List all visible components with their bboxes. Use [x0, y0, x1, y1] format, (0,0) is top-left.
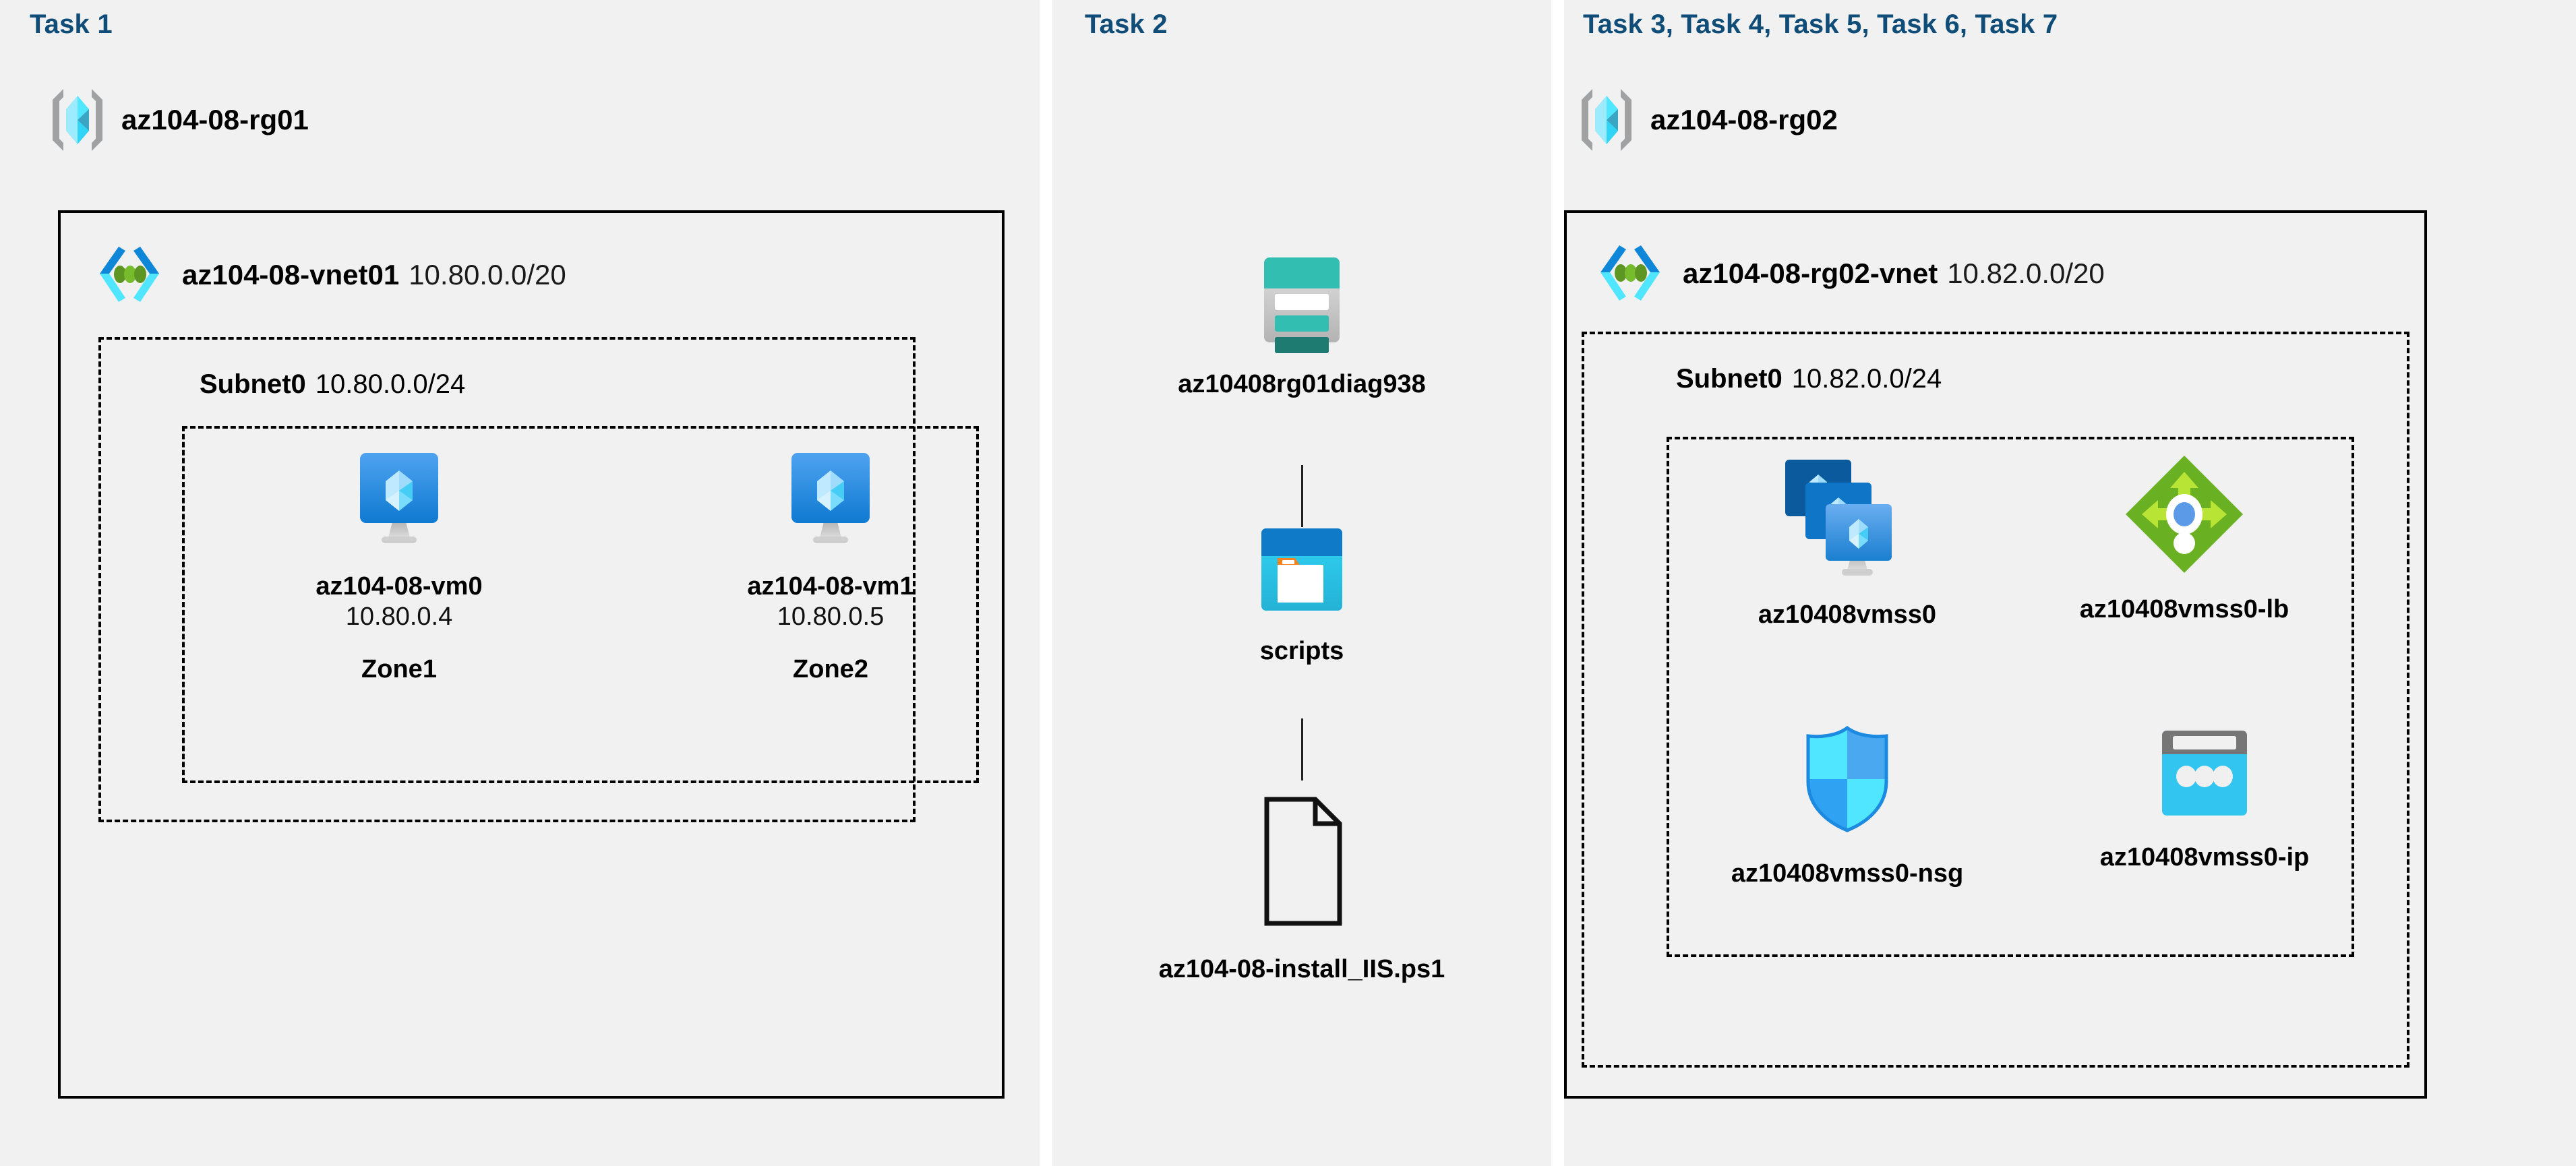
vnet-cidr-task1: 10.80.0.0/20 [409, 259, 566, 290]
virtual-machine-icon [782, 450, 879, 551]
node-label-ps1-file: az104-08-install_IIS.ps1 [1158, 955, 1445, 983]
virtual-machine-icon [351, 450, 448, 551]
vnet-box-task3 [1564, 210, 2427, 1099]
node-public-ip[interactable]: az10408vmss0-ip [2063, 728, 2346, 873]
blob-container-icon [1257, 527, 1346, 613]
node-label-nsg: az10408vmss0-nsg [1731, 859, 1964, 888]
load-balancer-icon [2123, 453, 2246, 576]
subnet-cidr-task1: 10.80.0.0/24 [315, 369, 466, 399]
node-blob-container[interactable]: scripts [1160, 527, 1443, 667]
node-label-vmss: az10408vmss0 [1758, 601, 1937, 629]
node-vm1[interactable]: az104-08-vm1 10.80.0.5 Zone2 [689, 450, 972, 684]
node-vmss[interactable]: az10408vmss0 [1706, 456, 1989, 630]
subnet-name-task3: Subnet0 [1676, 364, 1783, 394]
virtual-network-icon [94, 243, 164, 307]
vm-scale-set-icon [1780, 456, 1915, 581]
vnet-header-task1: az104-08-vnet01 10.80.0.0/20 [94, 243, 566, 307]
node-load-balancer[interactable]: az10408vmss0-lb [2036, 453, 2333, 625]
node-vm0[interactable]: az104-08-vm0 10.80.0.4 Zone1 [258, 450, 541, 684]
vnet-box-task1 [58, 210, 1005, 1099]
virtual-network-icon [1595, 241, 1665, 306]
node-zone-vm0: Zone1 [361, 654, 437, 683]
resource-group-name-task1: az104-08-rg01 [121, 104, 309, 135]
vnet-name-task3: az104-08-rg02-vnet [1683, 257, 1938, 289]
resource-group-task3: az104-08-rg02 [1564, 86, 1838, 154]
panel-task2: Task 2 az10408rg01 [1052, 0, 1551, 1166]
resource-group-task1: az104-08-rg01 [49, 86, 309, 154]
node-label-vm0: az104-08-vm0 [316, 572, 483, 601]
node-ps1-file[interactable]: az104-08-install_IIS.ps1 [1127, 794, 1477, 985]
network-security-group-icon [1796, 723, 1898, 836]
panel-task1: Task 1 az104-08-rg01 [0, 0, 1040, 1166]
connector-storage-to-container [1301, 465, 1303, 527]
task3-heading: Task 3, Task 4, Task 5, Task 6, Task 7 [1583, 9, 2058, 39]
resource-group-icon [49, 86, 107, 154]
node-ip-vm0: 10.80.0.4 [345, 602, 453, 631]
subnet-box-task1 [98, 337, 916, 822]
node-nsg[interactable]: az10408vmss0-nsg [1699, 723, 1996, 889]
vnet-cidr-task3: 10.82.0.0/20 [1947, 257, 2105, 289]
resources-box-task3 [1667, 437, 2354, 957]
storage-account-icon [1256, 255, 1348, 353]
vnet-name-task1: az104-08-vnet01 [182, 259, 400, 290]
node-label-load-balancer: az10408vmss0-lb [2079, 595, 2289, 623]
node-label-public-ip: az10408vmss0-ip [2099, 843, 2310, 871]
node-label-storage-account: az10408rg01diag938 [1178, 370, 1426, 398]
subnet-label-task1: Subnet0 10.80.0.0/24 [200, 369, 465, 400]
subnet-box-task3 [1582, 332, 2409, 1068]
connector-container-to-file [1301, 718, 1303, 780]
node-storage-account[interactable]: az10408rg01diag938 [1160, 255, 1443, 400]
availability-zone-box-task1 [182, 426, 979, 783]
vnet-header-task3: az104-08-rg02-vnet 10.82.0.0/20 [1595, 241, 2105, 306]
subnet-name-task1: Subnet0 [200, 369, 306, 399]
resource-group-icon [1578, 86, 1636, 154]
node-ip-vm1: 10.80.0.5 [777, 602, 885, 631]
task1-heading: Task 1 [30, 9, 113, 39]
task2-heading: Task 2 [1085, 9, 1168, 39]
file-document-icon [1257, 794, 1346, 931]
node-label-blob-container: scripts [1259, 637, 1344, 665]
node-zone-vm1: Zone2 [793, 654, 868, 683]
public-ip-address-icon [2157, 728, 2252, 820]
node-label-vm1: az104-08-vm1 [747, 572, 914, 601]
resource-group-name-task3: az104-08-rg02 [1650, 104, 1838, 135]
subnet-label-task3: Subnet0 10.82.0.0/24 [1676, 364, 1942, 394]
subnet-cidr-task3: 10.82.0.0/24 [1791, 364, 1942, 394]
panel-task3-7: Task 3, Task 4, Task 5, Task 6, Task 7 a… [1564, 0, 2576, 1166]
